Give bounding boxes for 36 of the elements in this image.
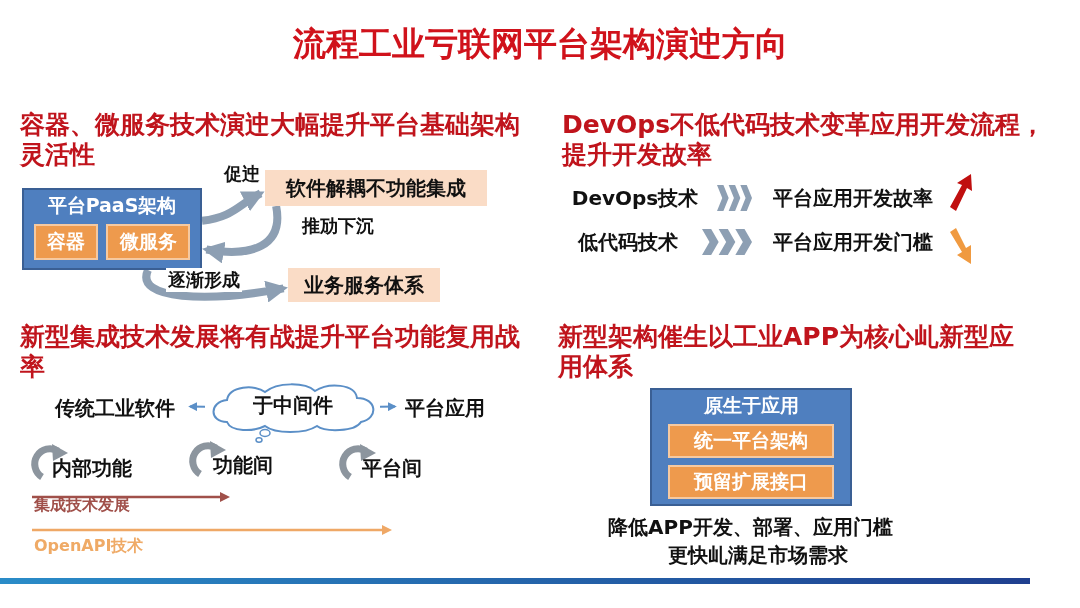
term-label: 低代码技术 <box>565 227 690 257</box>
term-label: 传统工业软件 <box>40 393 190 423</box>
cloud-label: 于中间件 <box>252 392 333 419</box>
chevron-arrow <box>702 229 752 255</box>
panel-box <box>22 188 202 270</box>
curved-arrow <box>201 189 265 225</box>
term-label: DevOps技术 <box>565 183 705 213</box>
section-heading: 新型集成技术发展将有战提升平台功能复用战率 <box>20 322 521 382</box>
component-box: 微服务 <box>106 224 190 260</box>
section-heading: 新型架构催生以工业APP为核心乢新型应用体系 <box>558 322 1015 382</box>
panel-heading: 原生于应用 <box>703 393 799 418</box>
result-box: 软件解耦不功能集成 <box>265 170 487 206</box>
panel-box <box>650 388 852 506</box>
page-title: 流程工业亏联网平台架构演迚方向 <box>291 24 789 64</box>
text-label: 更快乢满足市场需求 <box>668 542 848 569</box>
arrow <box>188 402 206 412</box>
curved-arrow <box>202 205 282 263</box>
panel-heading: 平台PaaS架构 <box>47 193 177 218</box>
component-box: 预留扩展接口 <box>668 465 834 499</box>
section-heading: DevOps不低代码技术变革应用开发流程，提升开发故率 <box>562 110 1047 170</box>
component-box: 容器 <box>34 224 98 260</box>
result-box: 业务服务体系 <box>288 268 440 302</box>
text-label: 内部功能 <box>52 455 132 482</box>
term-label: 平台应用开发故率 <box>758 183 948 213</box>
component-box: 统一平台架构 <box>668 424 834 458</box>
chevron-arrow <box>717 185 752 211</box>
edge-label: 推劢下沉 <box>300 214 376 238</box>
arrow <box>379 402 397 412</box>
term-label: 平台应用 <box>395 393 495 423</box>
text-label: OpenAPI技术 <box>34 536 144 557</box>
edge-label: 逐渐形成 <box>166 268 242 292</box>
text-label: 平台间 <box>362 455 422 482</box>
term-label: 平台应用开发门槛 <box>758 227 948 257</box>
text-label: 降低APP开发、部署、应用门槛 <box>608 514 893 541</box>
text-label: 功能间 <box>213 452 273 479</box>
curved-arrow <box>142 269 288 303</box>
